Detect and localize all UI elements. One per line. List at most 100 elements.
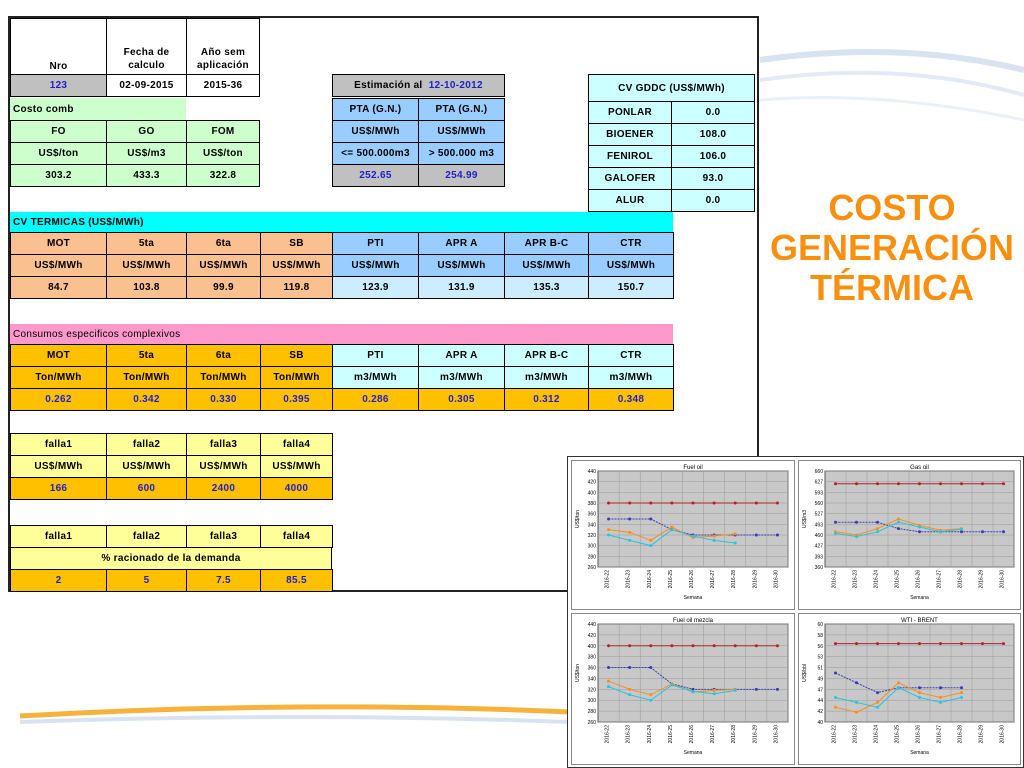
x-tick-label: 2016-29 (979, 570, 985, 589)
y-tick-label: 393 (815, 554, 824, 560)
cv-gddc-value-alur[interactable]: 0.0 (671, 189, 755, 212)
plot-area (597, 470, 789, 568)
cv-termicas-values-0[interactable]: 84.7 (10, 276, 107, 299)
falla-costos-cols-3: falla4 (260, 433, 333, 456)
costo-comb-value-go[interactable]: 433.3 (106, 164, 187, 187)
nro-value[interactable]: 123 (10, 74, 107, 97)
anio-value[interactable]: 2015-36 (186, 74, 260, 97)
cv-gddc-name-fenirol: FENIROL (588, 145, 672, 168)
falla-costos-cols-1: falla2 (106, 433, 187, 456)
data-point (918, 686, 921, 690)
y-tick-label: 60 (817, 622, 823, 628)
consumos-cols-7: CTR (588, 344, 674, 367)
data-point (918, 691, 921, 695)
chart-title: Fuel oil (683, 465, 702, 471)
y-tick-label: 460 (815, 533, 824, 539)
falla-racionado-values-0[interactable]: 2 (10, 569, 107, 592)
falla-racionado-values-2[interactable]: 7.5 (186, 569, 261, 592)
x-tick-label: 2016-26 (689, 725, 695, 744)
data-point (670, 501, 674, 505)
x-tick-label: 2016-29 (979, 725, 985, 744)
falla-racionado-cols-2: falla3 (186, 525, 261, 548)
data-point (876, 482, 879, 486)
falla-racionado-values-3[interactable]: 85.5 (260, 569, 333, 592)
consumos-values-7[interactable]: 0.348 (588, 388, 674, 411)
cv-termicas-values-3[interactable]: 119.8 (260, 276, 333, 299)
falla-racionado-label: % racionado de la demanda (10, 547, 332, 570)
data-point (897, 527, 900, 531)
data-point (960, 482, 963, 486)
data-point (754, 501, 758, 505)
cv-gddc-value-galofer[interactable]: 93.0 (671, 167, 755, 190)
falla-racionado-cols-3: falla4 (260, 525, 333, 548)
consumos-values-1[interactable]: 0.342 (106, 388, 187, 411)
cv-gddc-name-alur: ALUR (588, 189, 672, 212)
x-tick-label: 2016-23 (626, 570, 632, 589)
costo-comb-value-fo[interactable]: 303.2 (10, 164, 107, 187)
data-point (607, 644, 611, 648)
consumos-values-6[interactable]: 0.312 (504, 388, 589, 411)
falla-costos-units-1: US$/MWh (106, 455, 187, 478)
estimacion-date[interactable]: 12-10-2012 (428, 80, 483, 91)
data-point (628, 517, 632, 521)
cv-gddc-name-ponlar: PONLAR (588, 101, 672, 124)
plot-area (597, 623, 789, 723)
pta-value-2[interactable]: 254.99 (418, 164, 505, 187)
y-tick-label: 380 (588, 501, 597, 507)
costo-comb-value-fom[interactable]: 322.8 (186, 164, 260, 187)
y-tick-label: 58 (817, 633, 823, 639)
data-point (649, 501, 653, 505)
cv-termicas-values-1[interactable]: 103.8 (106, 276, 187, 299)
cv-termicas-values-4[interactable]: 123.9 (332, 276, 419, 299)
falla-racionado-values-1[interactable]: 5 (106, 569, 187, 592)
falla-costos-values-2[interactable]: 2400 (186, 477, 261, 500)
x-tick-label: 2016-25 (895, 725, 901, 744)
x-axis-label: Semana (684, 595, 703, 601)
data-point (733, 541, 737, 545)
falla-costos-values-1[interactable]: 600 (106, 477, 187, 500)
cv-gddc-value-ponlar[interactable]: 0.0 (671, 101, 755, 124)
cv-termicas-values-2[interactable]: 99.9 (186, 276, 261, 299)
consumos-cols-5: APR A (418, 344, 505, 367)
data-point (607, 533, 611, 537)
y-axis-label: US$/ton (575, 510, 581, 528)
falla-costos-units-0: US$/MWh (10, 455, 107, 478)
x-tick-label: 2016-23 (853, 570, 859, 589)
consumos-values-2[interactable]: 0.330 (186, 388, 261, 411)
cv-gddc-value-fenirol[interactable]: 106.0 (671, 145, 755, 168)
consumos-values-5[interactable]: 0.305 (418, 388, 505, 411)
y-tick-label: 440 (588, 622, 597, 628)
consumos-values-4[interactable]: 0.286 (332, 388, 419, 411)
x-tick-label: 2016-24 (647, 570, 653, 589)
y-tick-label: 49 (817, 676, 823, 682)
consumos-cols-0: MOT (10, 344, 107, 367)
data-point (775, 644, 779, 648)
consumos-values-0[interactable]: 0.262 (10, 388, 107, 411)
falla-costos-values-0[interactable]: 166 (10, 477, 107, 500)
consumos-units-2: Ton/MWh (186, 366, 261, 389)
cv-termicas-values-7[interactable]: 150.7 (588, 276, 674, 299)
data-point (855, 520, 858, 524)
data-point (754, 644, 758, 648)
cv-gddc-value-bioener[interactable]: 108.0 (671, 123, 755, 146)
data-point (628, 687, 632, 691)
falla-costos-values-3[interactable]: 4000 (260, 477, 333, 500)
data-point (918, 696, 921, 699)
cv-termicas-cols-1: 5ta (106, 232, 187, 255)
data-point (960, 642, 963, 646)
cv-termicas-values-5[interactable]: 131.9 (418, 276, 505, 299)
pta-value-1[interactable]: 252.65 (332, 164, 419, 187)
data-point (733, 644, 737, 648)
data-point (649, 693, 653, 697)
cv-termicas-values-6[interactable]: 135.3 (504, 276, 589, 299)
fecha-value[interactable]: 02-09-2015 (106, 74, 187, 97)
data-point (649, 538, 653, 542)
y-tick-label: 320 (588, 687, 597, 693)
data-point (649, 666, 653, 670)
y-tick-label: 53 (817, 655, 823, 661)
x-tick-label: 2016-26 (916, 570, 922, 589)
consumos-values-3[interactable]: 0.395 (260, 388, 333, 411)
